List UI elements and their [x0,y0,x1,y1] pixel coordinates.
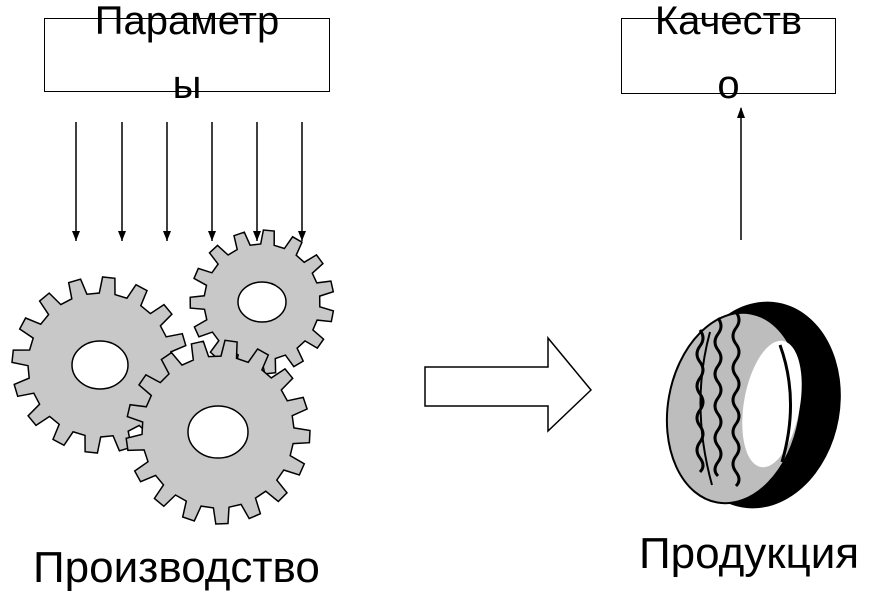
quality-box [621,18,836,94]
parameters-label-line1: Параметр [94,0,280,43]
parameters-label-line2: ы [172,63,202,107]
gears-icon [11,229,335,525]
quality-arrow [737,107,745,240]
parameter-arrows [72,122,306,241]
gear-hole [71,340,129,390]
tire-icon [665,301,841,509]
block-arrow-right-icon [424,335,593,433]
caption-production: Производство [33,543,320,592]
gear-hole [187,405,249,459]
gear-hole [237,281,287,323]
parameters-box [44,18,330,92]
quality-label-line2: о [717,63,740,107]
caption-product: Продукция [639,529,860,578]
quality-label-line1: Качеств [654,0,803,43]
